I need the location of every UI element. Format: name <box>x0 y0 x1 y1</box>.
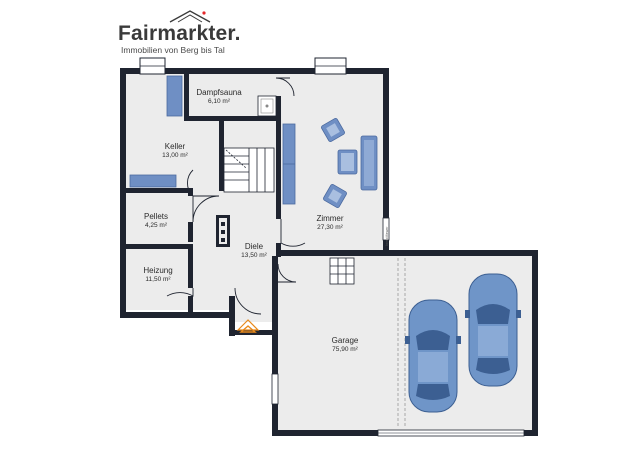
room-area-pellets: 4,25 m² <box>145 222 168 229</box>
room-name-heizung: Heizung <box>143 266 172 275</box>
entrance-arrow-icon <box>236 319 260 333</box>
room-name-keller: Keller <box>165 142 186 151</box>
room-name-garage: Garage <box>332 336 359 345</box>
logo-name-part1: Fair <box>118 22 158 45</box>
room-area-garage: 75,90 m² <box>332 346 358 353</box>
room-area-dampfsauna: 6,10 m² <box>208 98 231 105</box>
walls <box>120 68 538 436</box>
logo-name-part2: markter. <box>157 22 241 45</box>
room-area-diele: 13,50 m² <box>241 252 267 259</box>
logo-wordmark: Fairmarkter. <box>118 22 241 46</box>
logo-roof-icon <box>169 10 211 23</box>
logo-tagline: Immobilien von Berg bis Tal <box>121 45 225 55</box>
room-name-dampfsauna: Dampfsauna <box>196 88 242 97</box>
windows <box>139 57 525 437</box>
staircase <box>223 147 355 285</box>
doors <box>166 77 306 315</box>
room-name-diele: Diele <box>245 242 264 251</box>
furniture <box>129 75 378 242</box>
car-right <box>465 273 521 387</box>
watermark-text: ImmoViewer <box>385 226 389 246</box>
room-labels: Dampfsauna 6,10 m² Keller 13,00 m² Zimme… <box>143 88 359 353</box>
room-area-heizung: 11,50 m² <box>145 276 171 283</box>
room-area-keller: 13,00 m² <box>162 152 188 159</box>
car-left <box>405 299 461 413</box>
room-area-zimmer: 27,30 m² <box>317 224 343 231</box>
room-name-zimmer: Zimmer <box>316 214 343 223</box>
room-name-pellets: Pellets <box>144 212 168 221</box>
